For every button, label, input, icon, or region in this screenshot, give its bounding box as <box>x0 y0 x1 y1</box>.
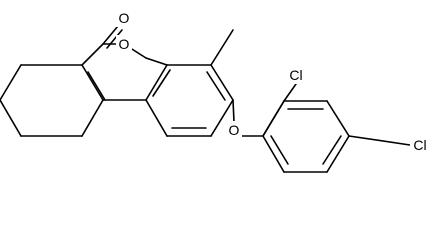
cyclohexene-bond-5 <box>81 64 104 101</box>
cyclohexene-bond-2 <box>0 64 22 101</box>
aromatic-double-bond-2 <box>206 71 226 101</box>
chlorine-ortho-label-bg <box>284 66 308 84</box>
phenyl-double-bond-3 <box>270 135 289 165</box>
phenyl-bond-2 <box>326 100 350 137</box>
atom-label-layer: O O O Cl Cl <box>116 9 434 154</box>
methyl-bond <box>210 29 234 66</box>
aromatic-bond-2 <box>145 99 168 137</box>
carbonyl-bond-a <box>102 25 119 45</box>
phenyl-bond-6 <box>262 100 285 137</box>
para-chlorine-bond <box>348 135 411 146</box>
phenyl-bond-5 <box>262 135 285 173</box>
chlorine-para-label: Cl <box>413 137 426 153</box>
phenyl-double-bond-2 <box>322 135 342 165</box>
ring-oxygen-label: O <box>119 36 130 52</box>
ring-fusion-bond <box>145 57 168 66</box>
phenyl-bond-3 <box>326 135 350 173</box>
aromatic-bond-7 <box>145 64 168 101</box>
ring-oxygen-label-bg <box>116 35 132 53</box>
aryl-ether-bond <box>232 99 235 123</box>
ortho-chlorine-bond <box>283 83 297 102</box>
carbonyl-oxygen-label-bg <box>116 9 132 27</box>
aromatic-double-bond-3 <box>152 69 171 97</box>
molecule-structure: O O O Cl Cl <box>0 9 434 173</box>
chlorine-ortho-label: Cl <box>289 67 302 83</box>
bond-layer <box>0 25 411 173</box>
chlorine-para-label-bg <box>410 136 434 154</box>
aromatic-bond-4 <box>210 99 234 137</box>
ether-oxygen-label-bg <box>226 121 242 139</box>
cyclohexene-bond-6 <box>81 99 104 137</box>
cyclohexene-double-bond <box>87 71 106 101</box>
ether-oxygen-label: O <box>229 122 240 138</box>
carbonyl-oxygen-label: O <box>119 10 130 26</box>
carbonyl-bond-b <box>106 29 123 49</box>
aromatic-bond-5 <box>210 64 234 101</box>
cyclohexene-bond-3 <box>0 99 22 137</box>
lactone-c-carbonyl-bond <box>81 43 104 66</box>
